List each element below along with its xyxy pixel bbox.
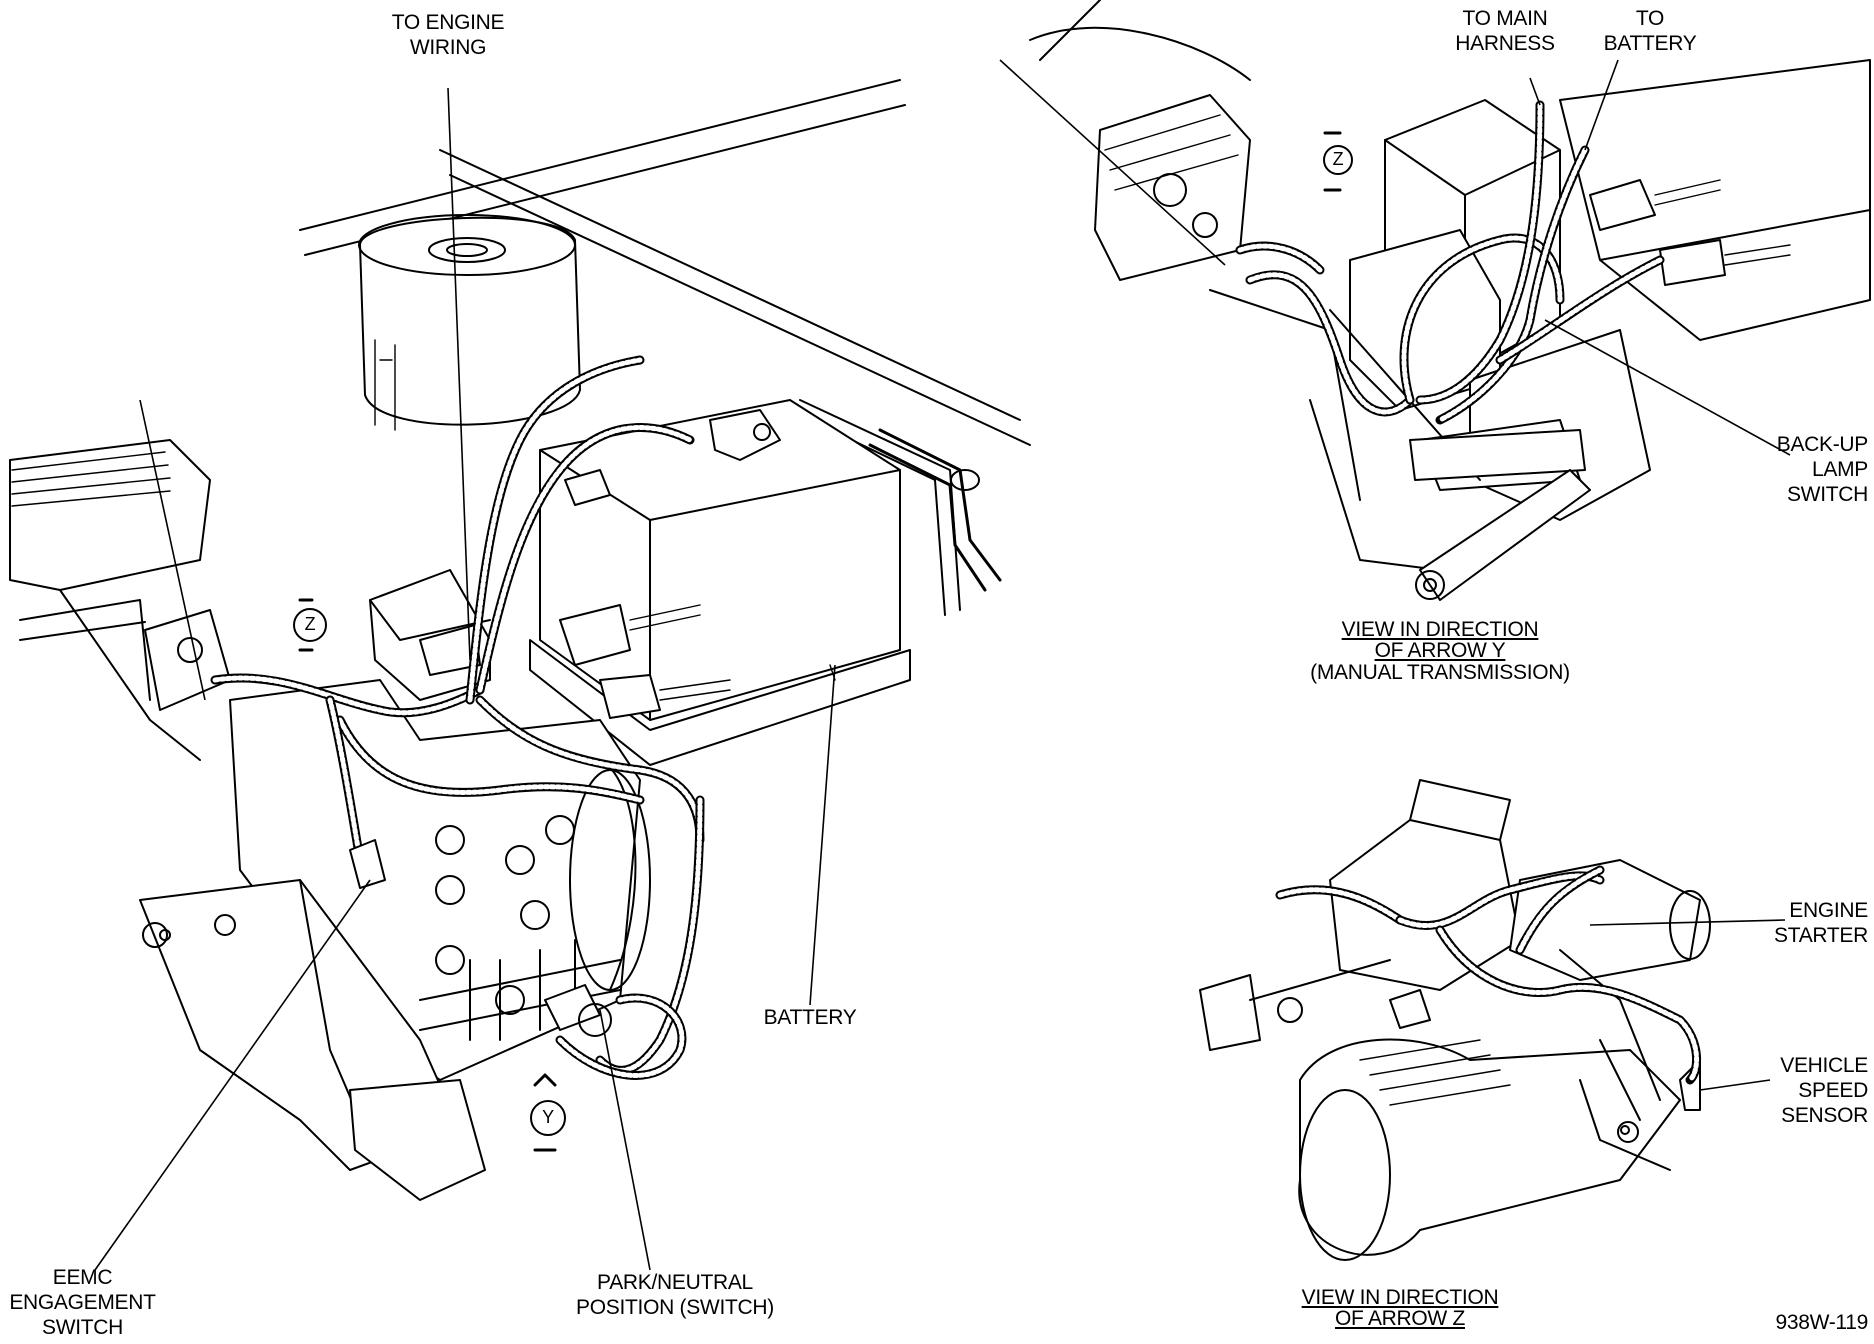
- label-engine-starter: ENGINE STARTER: [1774, 899, 1868, 947]
- label-vehicle-speed-sensor: VEHICLE SPEED SENSOR: [1780, 1054, 1868, 1127]
- label-back-up-lamp-switch: BACK-UP LAMP SWITCH: [1776, 433, 1869, 506]
- figure-id: 938W-119: [1775, 1311, 1868, 1334]
- arrow-z-marker-inset: Z: [1332, 149, 1344, 169]
- caption-view-y-line1: VIEW IN DIRECTION: [1341, 618, 1539, 641]
- main-view-illustration: [9, 79, 1031, 1271]
- arrow-y-marker: Y: [542, 1107, 554, 1127]
- label-battery: BATTERY: [763, 1006, 857, 1029]
- label-eemc-engagement-switch: EEMC ENGAGEMENT SWITCH: [9, 1266, 156, 1339]
- caption-view-z-line1: VIEW IN DIRECTION: [1301, 1286, 1499, 1309]
- label-to-main-harness: TO MAIN HARNESS: [1455, 7, 1555, 55]
- arrow-z-marker: Z: [304, 614, 316, 634]
- caption-view-z-line2: OF ARROW Z: [1335, 1307, 1465, 1330]
- inset-view-y-illustration: [999, 0, 1871, 601]
- caption-view-y-line3: (MANUAL TRANSMISSION): [1310, 661, 1570, 684]
- label-to-engine-wiring: TO ENGINE WIRING: [391, 11, 505, 59]
- label-park-neutral-position-switch: PARK/NEUTRAL POSITION (SWITCH): [576, 1271, 774, 1319]
- label-to-battery: TO BATTERY: [1603, 7, 1697, 55]
- inset-view-z-illustration: [1199, 779, 1786, 1261]
- caption-view-y-line2: OF ARROW Y: [1374, 639, 1506, 662]
